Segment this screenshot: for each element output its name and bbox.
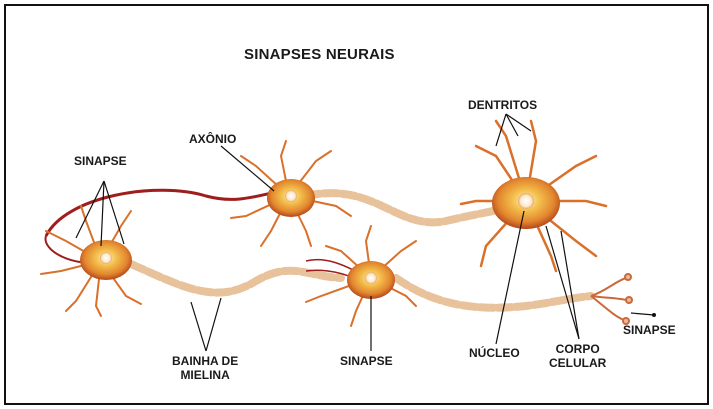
label-sinapse-left: SINAPSE <box>74 154 127 168</box>
label-corpo-celular: CORPO CELULAR <box>549 342 606 370</box>
label-nucleo: NÚCLEO <box>469 346 520 360</box>
axon-left-to-mid <box>46 190 281 236</box>
label-bainha-de-mielina: BAINHA DE MIELINA <box>172 354 238 382</box>
label-corpo-line1: CORPO <box>549 342 606 356</box>
label-corpo-line2: CELULAR <box>549 356 606 370</box>
diagram-title: SINAPSES NEURAIS <box>244 48 395 62</box>
label-sinapse-bottom: SINAPSE <box>340 354 393 368</box>
diagram-frame: SINAPSES NEURAIS SINAPSE AXÔNIO DENTRITO… <box>4 4 709 405</box>
label-axonio: AXÔNIO <box>189 132 236 146</box>
label-bainha-line2: MIELINA <box>172 368 238 382</box>
myelin-sheath-lower-left <box>131 264 341 293</box>
label-dentritos: DENTRITOS <box>468 98 537 112</box>
myelin-sheath-lower-right <box>396 278 591 308</box>
label-sinapse-right: SINAPSE <box>623 323 676 337</box>
axon-terminals <box>591 274 632 324</box>
label-bainha-line1: BAINHA DE <box>172 354 238 368</box>
